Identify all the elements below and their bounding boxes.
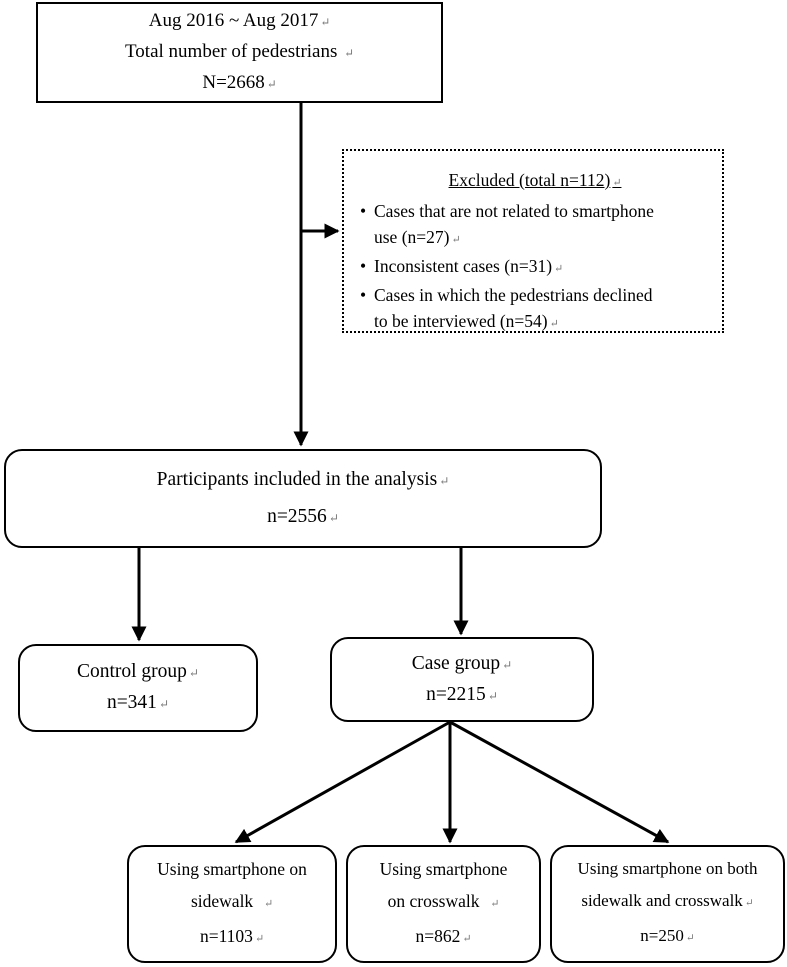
participants-count: n=2556: [267, 505, 327, 527]
participants-box: Participants included in the analysis↵ n…: [4, 449, 602, 548]
paragraph-mark-icon: ↵: [612, 177, 622, 189]
paragraph-mark-icon: ↵: [266, 78, 277, 91]
arrow-to-sidewalk: [234, 720, 451, 844]
arrow-to-both: [449, 720, 670, 844]
subgroup-line: Using smartphone: [379, 859, 508, 879]
excluded-item-line: to be interviewed (n=54): [374, 311, 548, 331]
paragraph-mark-icon: ↵: [744, 898, 754, 909]
excluded-box: Excluded (total n=112)↵ Cases that are n…: [342, 149, 724, 333]
excluded-item-line: use (n=27): [374, 227, 450, 247]
paragraph-mark-icon: ↵: [439, 473, 450, 488]
excluded-item-line: Cases that are not related to smartphone: [374, 201, 654, 221]
paragraph-mark-icon: ↵: [685, 933, 695, 944]
paragraph-mark-icon: ↵: [549, 318, 559, 330]
total-label: Total number of pedestrians: [125, 41, 338, 62]
subgroup-line: sidewalk and crosswalk: [581, 891, 743, 910]
paragraph-mark-icon: ↵: [554, 263, 564, 275]
participants-label: Participants included in the analysis: [156, 468, 438, 490]
paragraph-mark-icon: ↵: [263, 898, 274, 910]
paragraph-mark-icon: ↵: [462, 933, 472, 945]
excluded-title: Excluded (total n=112): [448, 170, 611, 190]
total-pedestrians-box: Aug 2016 ~ Aug 2017↵ Total number of ped…: [36, 2, 443, 103]
paragraph-mark-icon: ↵: [158, 697, 170, 711]
control-label: Control group: [76, 661, 187, 682]
subgroup-line: Using smartphone on both: [577, 859, 758, 878]
excluded-item: Cases in which the pedestrians declined …: [360, 282, 712, 337]
excluded-item: Cases that are not related to smartphone…: [360, 198, 712, 253]
paragraph-mark-icon: ↵: [320, 16, 331, 29]
paragraph-mark-icon: ↵: [328, 510, 339, 525]
excluded-item-line: Cases in which the pedestrians declined: [374, 285, 653, 305]
paragraph-mark-icon: ↵: [487, 688, 498, 703]
control-count: n=341: [106, 692, 157, 713]
subgroup-count: n=862: [415, 926, 461, 946]
paragraph-mark-icon: ↵: [451, 234, 461, 246]
sidewalk-group-box: Using smartphone on sidewalk ↵ n=1103↵: [127, 845, 337, 963]
case-group-box: Case group↵ n=2215↵: [330, 637, 594, 722]
crosswalk-group-box: Using smartphone on crosswalk ↵ n=862↵: [346, 845, 541, 963]
both-group-box: Using smartphone on both sidewalk and cr…: [550, 845, 785, 963]
paragraph-mark-icon: ↵: [254, 933, 265, 945]
subgroup-count: n=1103: [199, 926, 253, 946]
paragraph-mark-icon: ↵: [502, 657, 513, 672]
excluded-list: Cases that are not related to smartphone…: [358, 198, 712, 337]
subgroup-count: n=250: [640, 926, 684, 945]
paragraph-mark-icon: ↵: [188, 666, 200, 680]
excluded-item-line: Inconsistent cases (n=31): [374, 256, 553, 276]
study-period: Aug 2016 ~ Aug 2017: [148, 10, 319, 31]
paragraph-mark-icon: ↵: [344, 47, 354, 60]
total-count: N=2668: [202, 72, 265, 93]
control-group-box: Control group↵ n=341↵: [18, 644, 258, 732]
subgroup-line: Using smartphone on: [157, 859, 307, 879]
subgroup-line: sidewalk: [190, 891, 254, 911]
case-count: n=2215: [426, 683, 486, 705]
case-label: Case group: [411, 652, 501, 674]
paragraph-mark-icon: ↵: [490, 898, 500, 910]
excluded-item: Inconsistent cases (n=31)↵: [360, 253, 712, 282]
subgroup-line: on crosswalk: [387, 891, 480, 911]
